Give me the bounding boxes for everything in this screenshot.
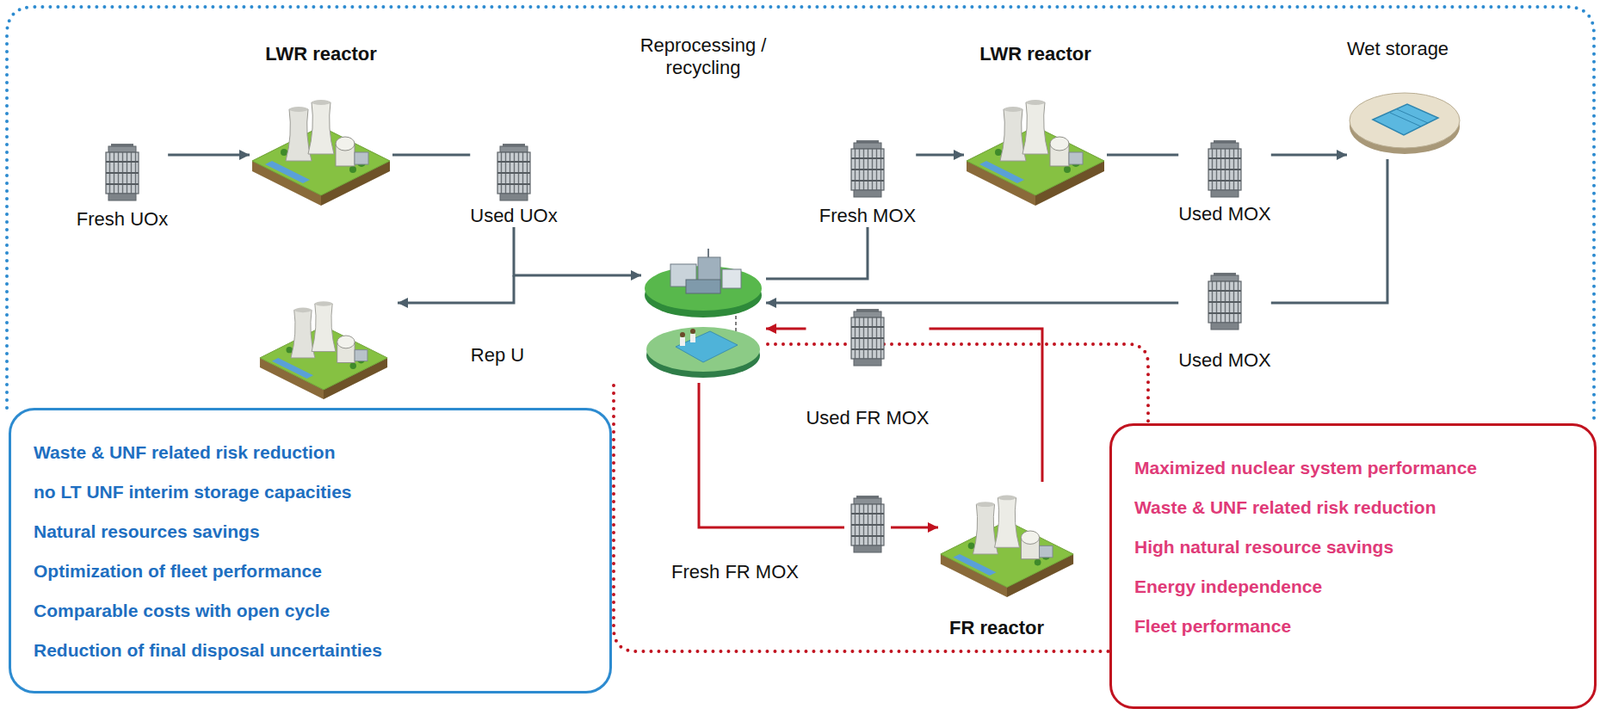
node-label: Used FR MOX — [805, 407, 929, 430]
fuel-assembly: Fresh FR MOX — [844, 494, 891, 556]
flow-arrow — [513, 227, 642, 276]
benefit-item: Comparable costs with open cycle — [33, 591, 589, 631]
benefits-box: Waste & UNF related risk reductionno LT … — [8, 407, 612, 694]
benefit-item: no LT UNF interim storage capacities — [33, 472, 589, 513]
benefit-item: Waste & UNF related risk reduction — [1134, 488, 1574, 528]
fuel-assembly-icon — [497, 143, 531, 201]
benefit-item: High natural resource savings — [1134, 527, 1574, 568]
benefit-item: Waste & UNF related risk reduction — [33, 432, 589, 473]
flow-arrow — [167, 154, 250, 157]
benefit-item: Natural resources savings — [33, 512, 589, 552]
flow-arrow — [890, 526, 939, 530]
fuel-assembly: Used UOx — [469, 142, 557, 228]
rep-u-flow — [397, 275, 514, 303]
reprocessing-plant-icon — [644, 248, 762, 378]
flow-arrow — [392, 154, 470, 157]
closed-cycle-region — [6, 6, 1594, 422]
wet-storage: Wet storage — [1346, 81, 1464, 160]
node-label: Wet storage — [1346, 37, 1449, 61]
fast-reactor-region — [613, 385, 1110, 652]
fuel-assembly: Used FR MOX — [805, 308, 929, 430]
benefit-item: Maximized nuclear system performance — [1134, 448, 1574, 489]
node-label: FR reactor — [949, 617, 1045, 640]
flow-arrow — [1271, 154, 1347, 157]
flow-arrow — [766, 302, 1179, 305]
fuel-assembly-icon — [851, 140, 884, 198]
node-label: Reprocessing / recycling — [638, 34, 768, 80]
node-label: LWR reactor — [979, 43, 1092, 66]
node-label: Used UOx — [469, 204, 557, 228]
flow-label: Rep U — [468, 344, 527, 367]
node-label: Used MOX — [1178, 349, 1272, 372]
fuel-assembly-icon — [851, 308, 884, 366]
fuel-assembly: Used MOX — [1178, 271, 1272, 372]
reactor: FR reactor — [938, 481, 1076, 603]
fuel-assembly: Fresh UOx — [76, 142, 168, 231]
benefit-item: Fleet performance — [1134, 606, 1574, 647]
benefit-item: Optimization of fleet performance — [33, 551, 589, 592]
flow-arrow — [1271, 159, 1388, 303]
reactor-icon — [966, 99, 1105, 206]
fuel-assembly-icon — [851, 495, 884, 553]
reactor-icon — [259, 301, 388, 400]
flow-arrow — [766, 227, 868, 279]
fuel-assembly-icon — [1208, 140, 1242, 198]
reactor-icon — [940, 495, 1074, 599]
node-label: Used MOX — [1178, 203, 1272, 226]
reprocessing-plant: Reprocessing / recycling — [641, 245, 767, 384]
fuel-assembly: Fresh MOX — [819, 139, 916, 228]
flow-arrow — [1106, 154, 1179, 157]
benefit-item: Energy independence — [1134, 567, 1574, 607]
flow-arrow — [698, 383, 845, 528]
node-label: Fresh MOX — [819, 204, 916, 228]
node-label: Fresh FR MOX — [671, 561, 799, 584]
reactor: LWR reactor — [249, 90, 393, 207]
fuel-assembly: Used MOX — [1178, 139, 1272, 226]
benefit-item: Reduction of final disposal uncertaintie… — [33, 630, 589, 671]
reactor: LWR reactor — [963, 90, 1107, 207]
flow-arrow — [766, 327, 806, 331]
fuel-assembly-icon — [1208, 272, 1242, 330]
flow-arrow — [915, 154, 964, 157]
reactor-icon — [252, 99, 390, 206]
wet-storage-icon — [1349, 92, 1460, 155]
benefits-box: Maximized nuclear system performanceWast… — [1109, 423, 1597, 710]
flow-arrow — [929, 328, 1043, 482]
node-label: Fresh UOx — [76, 208, 168, 231]
fuel-assembly-icon — [105, 143, 139, 201]
node-label: LWR reactor — [265, 43, 377, 66]
